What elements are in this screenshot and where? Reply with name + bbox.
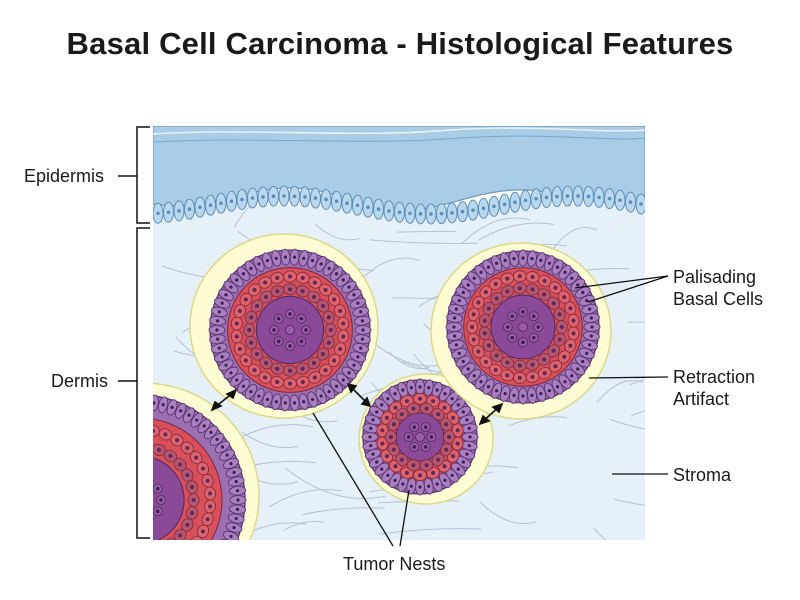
palisading-cell <box>67 417 84 435</box>
palisading-cell <box>121 394 132 411</box>
palisading-cell <box>34 486 51 496</box>
stroma-fiber <box>379 528 482 535</box>
palisading-cell <box>48 545 66 561</box>
stroma-fiber <box>314 223 360 241</box>
stroma-fiber <box>593 527 607 540</box>
palisading-cell <box>60 559 78 576</box>
palisading-cell <box>54 552 72 569</box>
stroma-fiber <box>596 380 644 403</box>
palisading-cell <box>148 588 159 600</box>
palisading-cell <box>83 406 99 424</box>
palisading-cell <box>111 586 123 600</box>
retraction-gap-arrows <box>210 382 504 426</box>
stroma-fiber <box>630 410 645 417</box>
dermis-bracket <box>118 227 150 539</box>
diagram-title: Basal Cell Carcinoma - Histological Feat… <box>66 26 734 61</box>
palisading-cell <box>75 571 91 589</box>
palisading-cell <box>44 537 62 552</box>
palisading-cell <box>157 586 169 600</box>
stroma-fiber <box>461 217 531 244</box>
palisading-cell <box>40 529 58 543</box>
palisading-cell <box>213 545 231 561</box>
tumor-nest-left <box>34 382 260 600</box>
palisading-cell <box>140 394 150 410</box>
tumor-nests-label: Tumor Nests <box>343 554 445 574</box>
palisading-cell <box>189 571 205 589</box>
dermis-label: Dermis <box>51 371 108 391</box>
palisading-cell <box>202 559 220 576</box>
palisading-cell <box>34 496 50 505</box>
epidermis-surface-lines <box>153 127 645 135</box>
retraction-label-line1: Retraction <box>673 367 755 387</box>
palisading-cell <box>37 466 55 479</box>
palisading-cell <box>35 513 52 525</box>
stroma-fiber <box>609 418 645 430</box>
palisading-cell <box>140 590 150 600</box>
palisading-cell <box>75 411 91 429</box>
palisading-cell <box>208 552 226 569</box>
tumor-nest-center <box>358 373 494 505</box>
tumor-nest-right <box>430 242 612 420</box>
palisading-cell <box>48 439 66 455</box>
stroma-fiber <box>284 467 386 500</box>
palisading-cell <box>111 396 123 414</box>
palisading-cell <box>37 521 55 534</box>
stroma-fiber <box>269 489 343 508</box>
palisading-cell <box>40 457 58 471</box>
stroma-fiber <box>370 239 479 244</box>
palisading-cell <box>92 402 107 420</box>
palisading-cell <box>60 424 78 441</box>
epidermis-label: Epidermis <box>24 166 104 186</box>
stroma-fiber <box>283 520 324 532</box>
stroma-fiber <box>478 222 554 241</box>
stroma-fiber <box>302 507 385 516</box>
stroma-fiber <box>396 230 457 233</box>
palisading-cell <box>101 398 115 416</box>
epidermis-surface-lines-2 <box>153 135 645 143</box>
palisading-cell <box>131 394 141 410</box>
palisading-label-line2: Basal Cells <box>673 289 763 309</box>
stroma-fiber <box>613 498 645 506</box>
stroma-fiber <box>479 501 537 525</box>
palisading-cell <box>173 580 188 598</box>
label-leader-lines <box>312 275 669 547</box>
palisading-cell <box>35 476 52 488</box>
retraction-label-line2: Artifact <box>673 389 729 409</box>
palisading-cell <box>54 431 72 448</box>
epidermis-bracket <box>118 126 150 224</box>
palisading-cell <box>67 565 84 583</box>
palisading-label-line1: Palisading <box>673 267 756 287</box>
palisading-cell <box>131 590 141 600</box>
palisading-cell <box>101 584 115 600</box>
palisading-cell <box>83 576 99 594</box>
stroma-fiber <box>629 379 645 386</box>
palisading-cell <box>196 565 213 583</box>
palisading-cell <box>121 588 132 600</box>
epidermis-basal-cell-row <box>153 185 645 225</box>
palisading-cell <box>165 584 179 600</box>
palisading-cell <box>34 504 51 514</box>
palisading-cell <box>92 580 107 598</box>
tumor-nest-upper-left <box>189 233 379 419</box>
stroma-label: Stroma <box>673 465 732 485</box>
palisading-cell <box>181 576 197 594</box>
palisading-cell <box>44 448 62 463</box>
